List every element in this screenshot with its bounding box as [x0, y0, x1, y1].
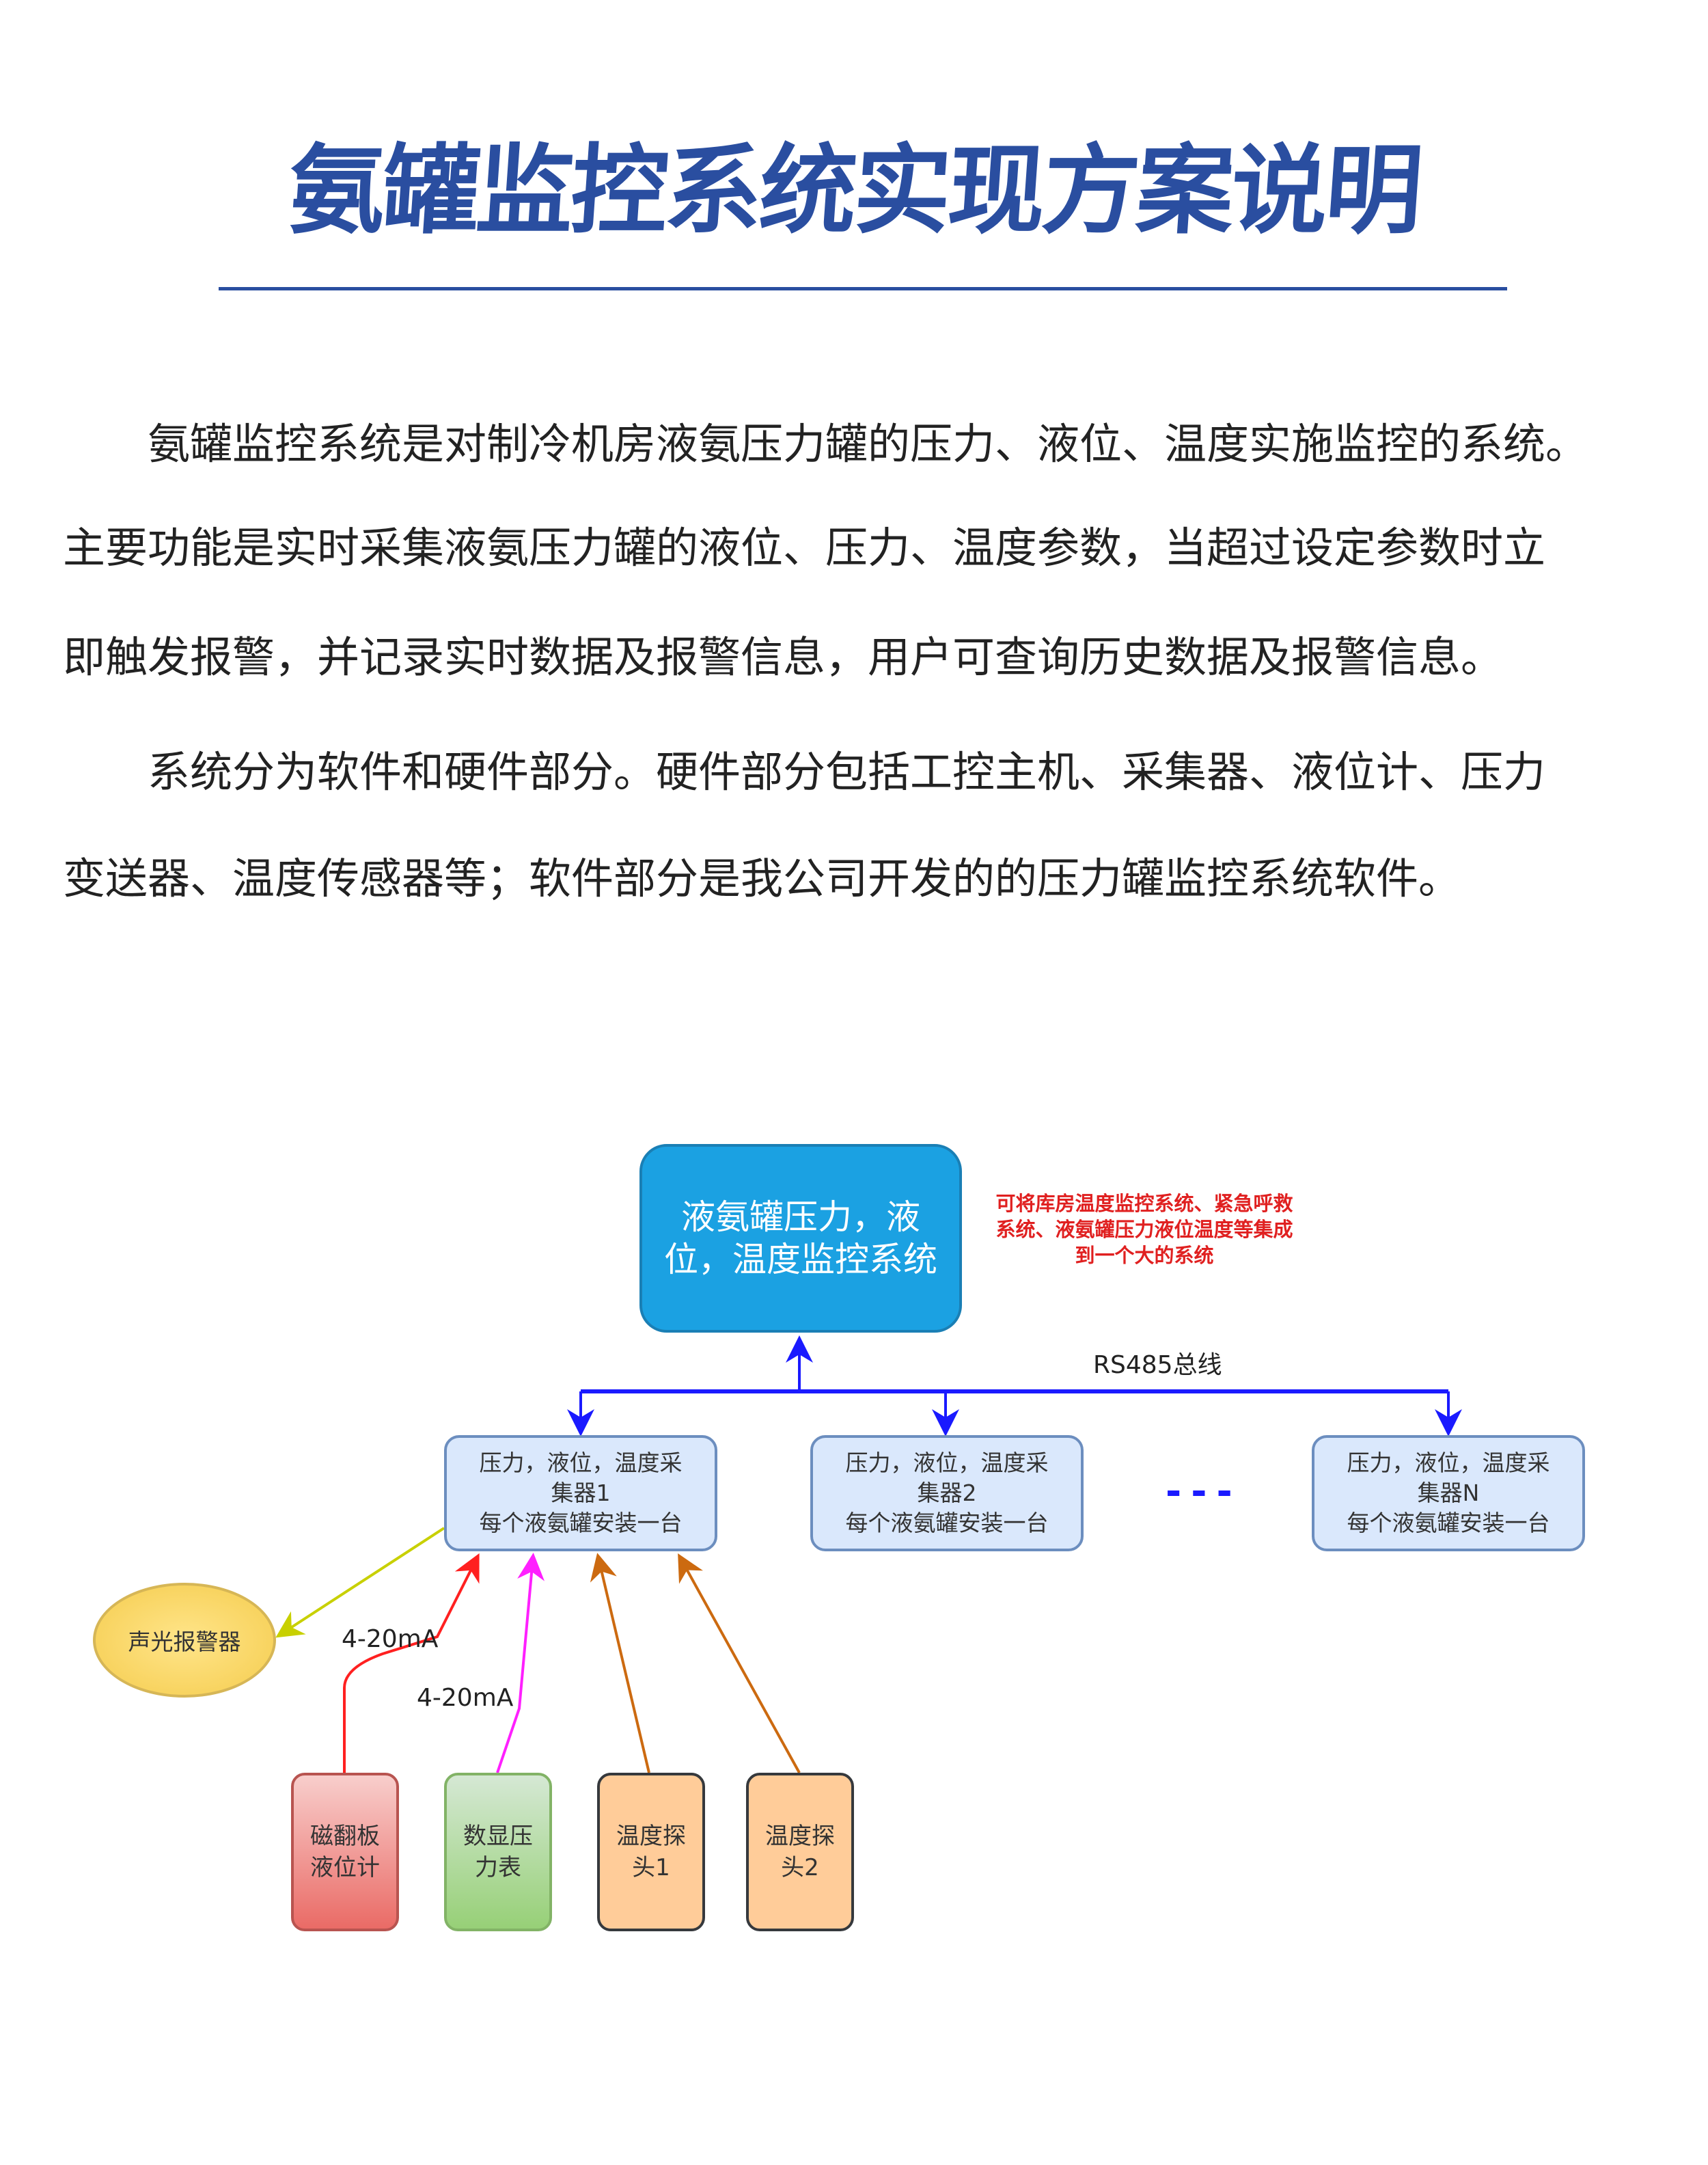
alarm-label: 声光报警器: [128, 1629, 241, 1655]
collector-line: 压力，液位，温度采: [845, 1449, 1049, 1476]
rs485-bus: [567, 1335, 1462, 1436]
more-collectors-ellipsis: ---: [1166, 1469, 1242, 1514]
level-gauge-arrow: [343, 1553, 480, 1773]
main-system-label: 液氨罐压力，液位，温度监控系统: [664, 1197, 937, 1279]
main-monitoring-system-box: 液氨罐压力，液位，温度监控系统: [639, 1144, 962, 1333]
magnetic-level-gauge: 磁翻板液位计: [291, 1773, 399, 1931]
collector-line: 压力，液位，温度采: [479, 1449, 683, 1476]
collector-line: 每个液氨罐安装一台: [1347, 1510, 1550, 1536]
digital-pressure-gauge: 数显压力表: [444, 1773, 552, 1931]
collector-line: 每个液氨罐安装一台: [845, 1510, 1049, 1536]
paragraph-1-line-1: 氨罐监控系统是对制冷机房液氨压力罐的压力、液位、温度实施监控的系统。: [63, 419, 1588, 469]
collector-2: 压力，液位，温度采 集器2 每个液氨罐安装一台: [810, 1435, 1084, 1551]
device-label: 温度探头2: [765, 1823, 835, 1881]
device-label: 温度探头1: [616, 1823, 686, 1881]
paragraph-2-line-2: 变送器、温度传感器等；软件部分是我公司开发的的压力罐监控系统软件。: [63, 854, 1461, 903]
collector-line: 集器N: [1417, 1480, 1480, 1506]
title-underline: [219, 287, 1507, 290]
collector-1: 压力，液位，温度采 集器1 每个液氨罐安装一台: [444, 1435, 717, 1551]
device-label: 数显压力表: [463, 1823, 533, 1881]
pressure-gauge-arrow: [496, 1553, 545, 1773]
alarm-arrow: [275, 1527, 445, 1638]
temperature-probe-1: 温度探头1: [597, 1773, 705, 1931]
integration-note: 可将库房温度监控系统、紧急呼救系统、液氨罐压力液位温度等集成到一个大的系统: [995, 1192, 1293, 1267]
paragraph-1-line-2: 主要功能是实时采集液氨压力罐的液位、压力、温度参数，当超过设定参数时立: [63, 523, 1546, 573]
sound-light-alarm: 声光报警器: [93, 1583, 276, 1698]
signal-label-2: 4-20mA: [417, 1684, 514, 1712]
collector-line: 集器1: [551, 1480, 611, 1506]
device-label: 磁翻板液位计: [310, 1823, 380, 1881]
temp-probe-1-arrow: [590, 1553, 650, 1773]
signal-label-1: 4-20mA: [342, 1625, 439, 1653]
collector-line: 压力，液位，温度采: [1347, 1449, 1550, 1476]
collector-n: 压力，液位，温度采 集器N 每个液氨罐安装一台: [1312, 1435, 1585, 1551]
paragraph-2-line-1: 系统分为软件和硬件部分。硬件部分包括工控主机、采集器、液位计、压力: [63, 747, 1546, 797]
collector-line: 集器2: [917, 1480, 977, 1506]
bus-label: RS485总线: [1093, 1351, 1222, 1379]
temperature-probe-2: 温度探头2: [746, 1773, 854, 1931]
paragraph-1-line-3: 即触发报警，并记录实时数据及报警信息，用户可查询历史数据及报警信息。: [63, 632, 1504, 682]
temp-probe-2-arrow: [678, 1553, 801, 1773]
collector-line: 每个液氨罐安装一台: [479, 1510, 683, 1536]
